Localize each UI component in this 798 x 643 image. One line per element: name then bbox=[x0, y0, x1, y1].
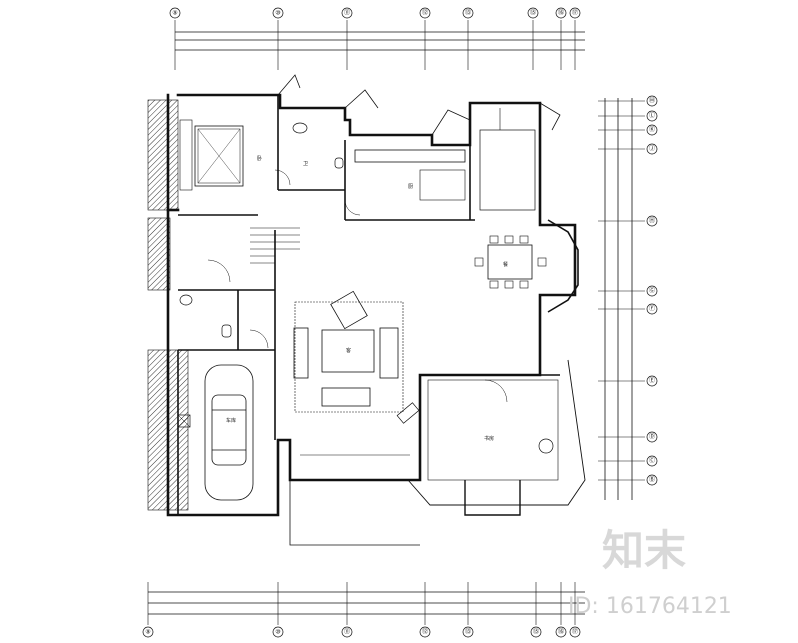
terrace-hatch-mid bbox=[147, 217, 171, 291]
axis-right-K: Ⓚ bbox=[649, 126, 655, 134]
axis-right-C: Ⓒ bbox=[649, 457, 655, 465]
axis-bottom-17: ⑰ bbox=[572, 628, 578, 636]
axis-right-L: Ⓛ bbox=[649, 112, 655, 120]
watermark-id: ID: 161764121 bbox=[568, 594, 732, 619]
sofa-left bbox=[293, 327, 309, 379]
axis-bottom-13: ⑬ bbox=[465, 628, 471, 636]
label-bath-upper: 卫 bbox=[303, 161, 308, 167]
car bbox=[204, 364, 254, 501]
axis-right-M: Ⓜ bbox=[649, 97, 655, 105]
axis-bottom-16: ⑯ bbox=[558, 628, 564, 636]
axis-bottom-9: ⑨ bbox=[145, 629, 150, 636]
axis-top-10: ⑩ bbox=[275, 10, 280, 17]
axis-right-J: Ⓙ bbox=[649, 145, 655, 153]
label-living: 客 bbox=[346, 347, 351, 354]
axis-bottom-10: ⑩ bbox=[275, 629, 280, 636]
axis-top-11: ⑪ bbox=[344, 9, 350, 17]
axis-right-H: Ⓗ bbox=[649, 217, 655, 225]
toilet-lower bbox=[221, 324, 232, 338]
axis-right-E: Ⓔ bbox=[649, 377, 655, 385]
axis-top-16: ⑯ bbox=[558, 9, 564, 17]
axis-top-9: ⑨ bbox=[172, 10, 177, 17]
dining-table bbox=[487, 244, 533, 280]
coffee-table bbox=[321, 329, 375, 373]
label-dining: 餐 bbox=[503, 261, 508, 268]
axis-bottom-15: ⑮ bbox=[533, 628, 539, 636]
axis-right-G: Ⓖ bbox=[649, 287, 655, 295]
label-garage: 车库 bbox=[226, 417, 236, 424]
sofa-bottom bbox=[321, 387, 371, 407]
axis-bottom-12: ⑫ bbox=[422, 628, 428, 636]
watermark-logo: 知末 bbox=[602, 526, 686, 575]
axis-top-17: ⑰ bbox=[572, 9, 578, 17]
study-room bbox=[427, 379, 559, 481]
label-study: 书房 bbox=[484, 435, 494, 442]
living-rug bbox=[294, 301, 404, 413]
armchair bbox=[330, 290, 368, 330]
axis-right-B: Ⓑ bbox=[649, 476, 655, 484]
axis-top-12: ⑫ bbox=[422, 9, 428, 17]
axis-right-F: Ⓕ bbox=[649, 305, 655, 313]
kitchen-counter bbox=[354, 149, 466, 163]
label-kitchen: 厨 bbox=[408, 184, 413, 190]
toilet bbox=[334, 157, 344, 169]
label-bedroom: 卧 bbox=[257, 155, 262, 162]
axis-top-13: ⑬ bbox=[465, 9, 471, 17]
terrace-hatch-upper bbox=[147, 99, 179, 211]
bathtub-basin bbox=[292, 122, 308, 134]
sofa-right bbox=[379, 327, 399, 379]
bed bbox=[194, 125, 244, 187]
plant bbox=[538, 438, 554, 454]
axis-right-D: Ⓓ bbox=[649, 433, 655, 441]
axis-top-15: ⑮ bbox=[530, 9, 536, 17]
axis-bottom-11: ⑪ bbox=[344, 628, 350, 636]
